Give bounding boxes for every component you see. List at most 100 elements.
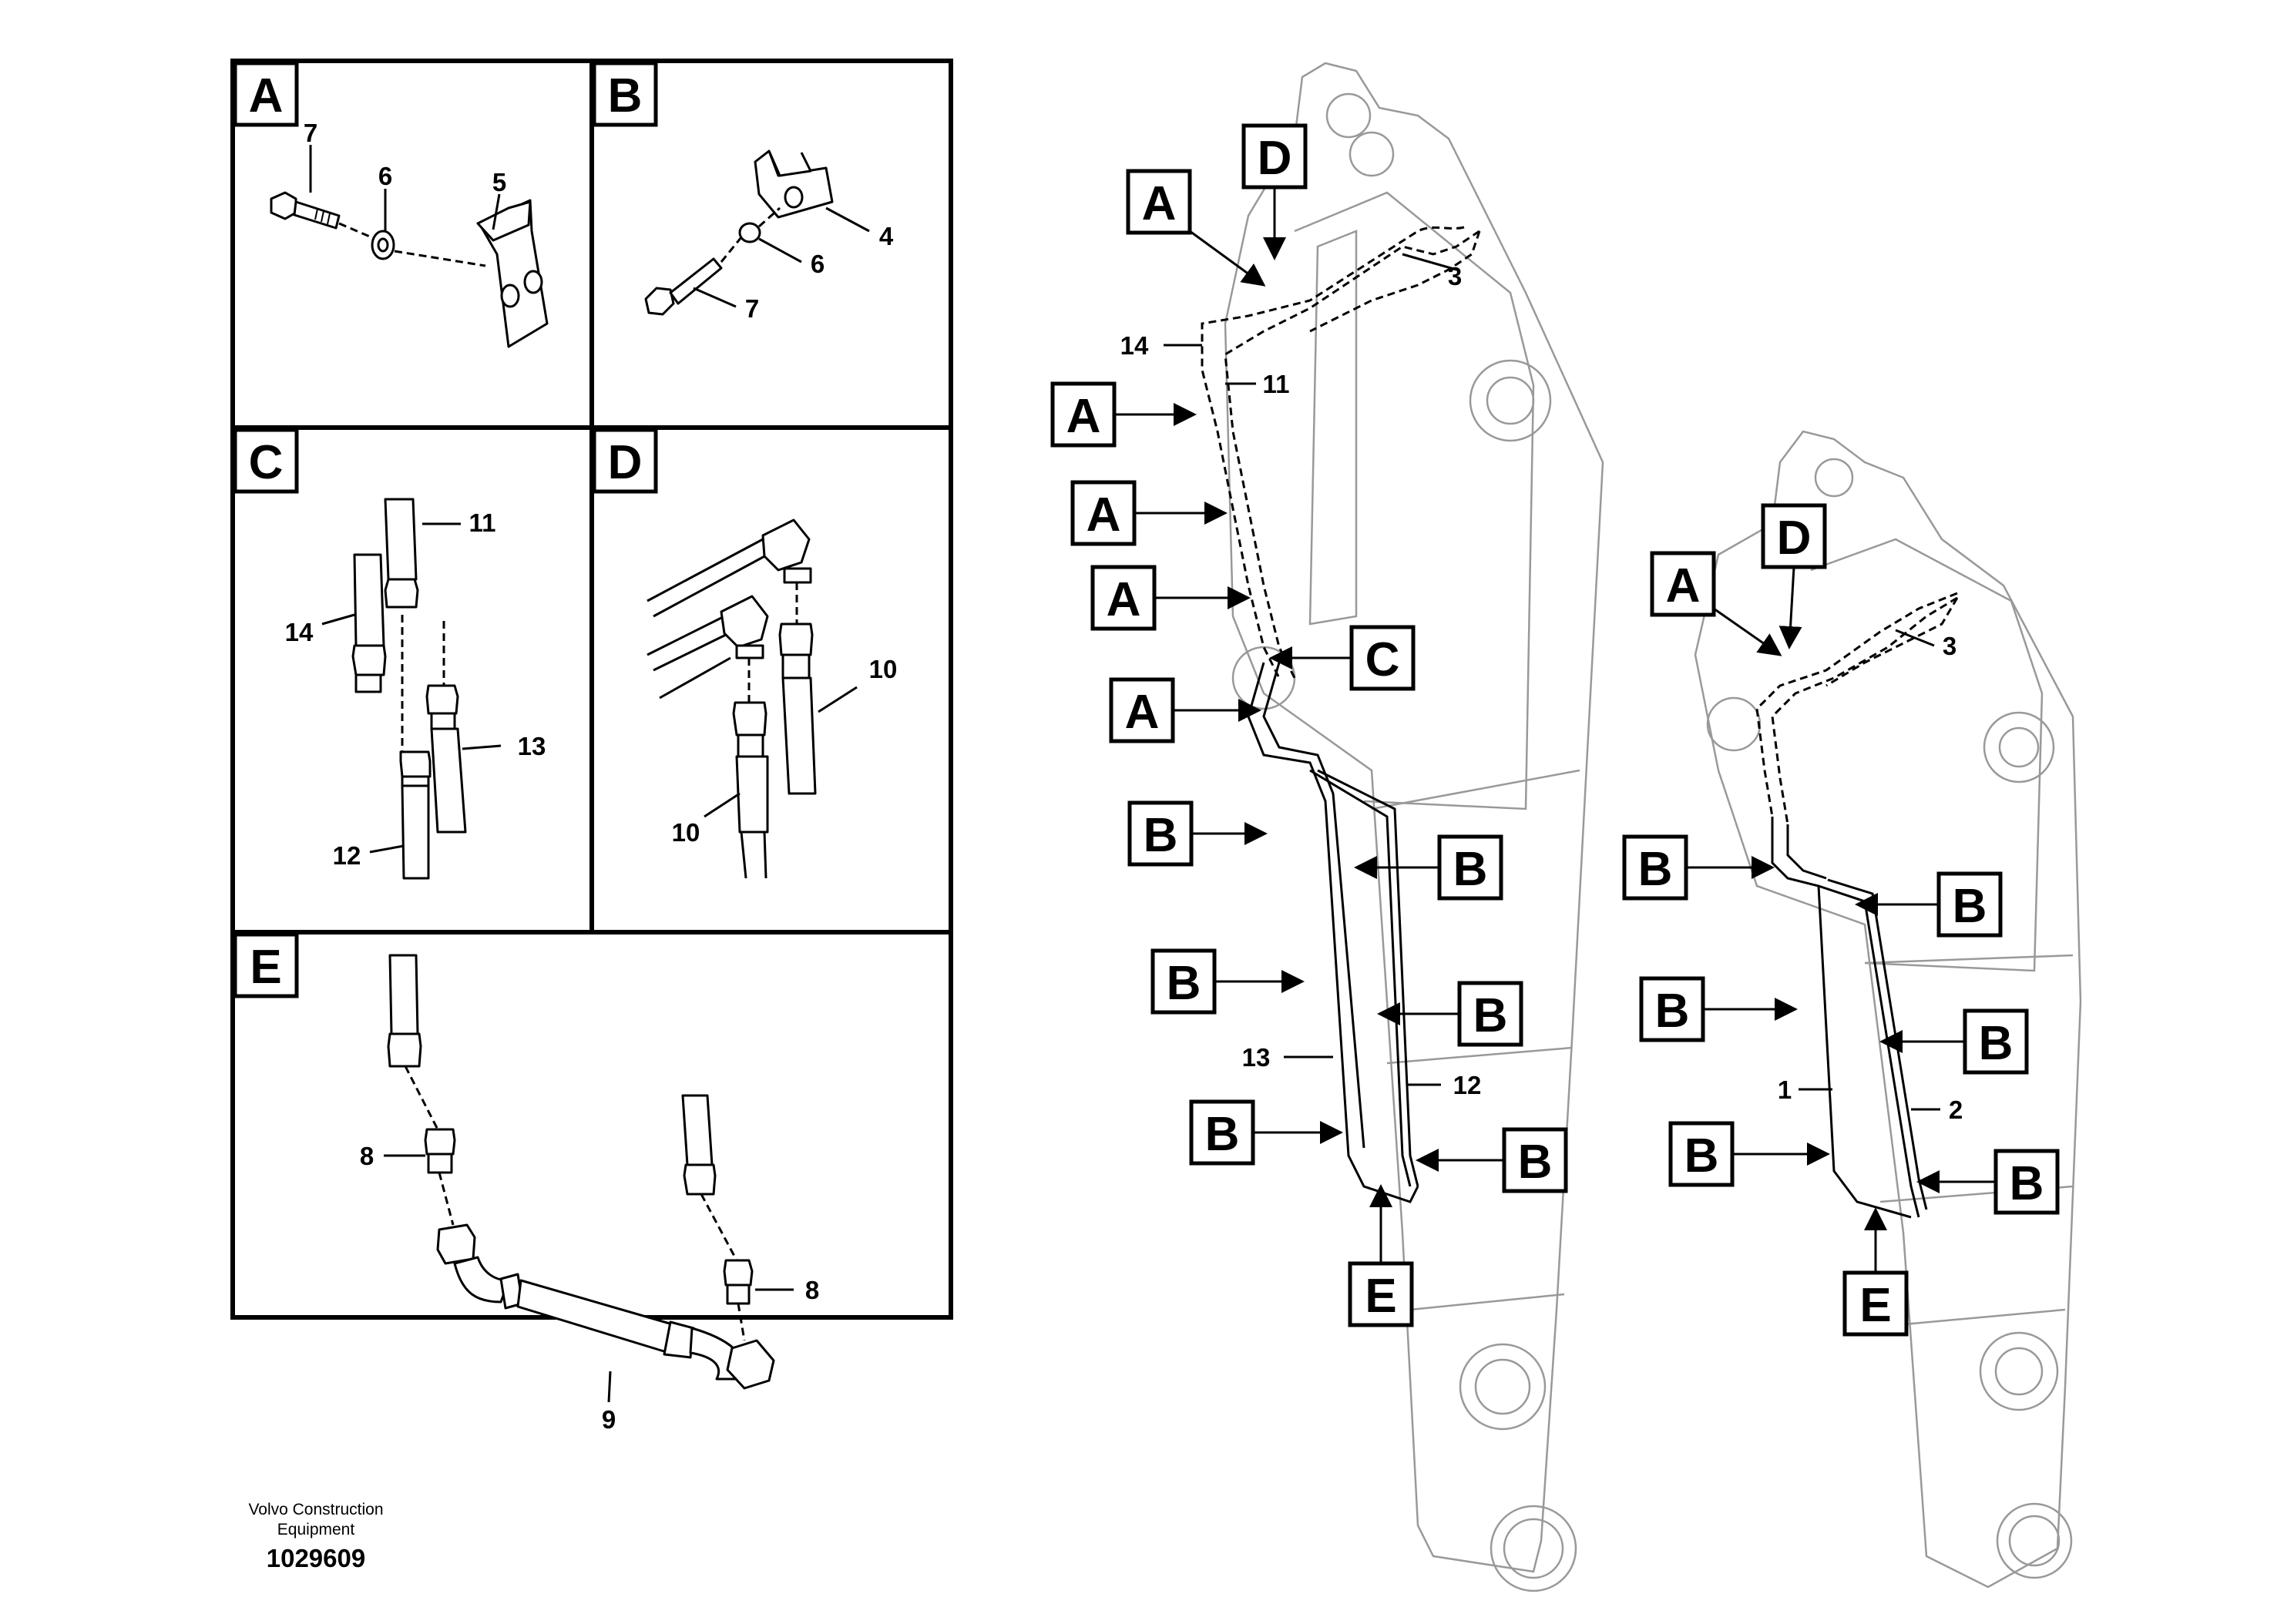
part-number-12: 12: [333, 841, 361, 870]
svg-text:A: A: [1666, 559, 1701, 612]
callout-a-5: A: [1109, 677, 1261, 743]
hose-icon: [399, 750, 432, 880]
svg-text:B: B: [1979, 1017, 2014, 1070]
callout-b-10: B: [1879, 1008, 2029, 1075]
bolt-icon: [644, 257, 723, 316]
callout-a-3: A: [1070, 480, 1228, 546]
callout-b-3: B: [1150, 948, 1305, 1015]
part-number-13: 13: [518, 732, 546, 760]
svg-text:E: E: [1365, 1270, 1396, 1323]
part-number-7: 7: [304, 119, 317, 147]
hose-assembly-icon: [436, 1223, 775, 1390]
svg-text:B: B: [1453, 843, 1488, 896]
svg-text:B: B: [1205, 1108, 1240, 1161]
panel-e-frame: [230, 930, 953, 1320]
part-number-6: 6: [811, 250, 825, 278]
panel-a: A 7 6 5: [233, 61, 549, 348]
callout-b-4: B: [1377, 981, 1523, 1047]
callout-b-11: B: [1668, 1121, 1830, 1187]
part-number-3: 3: [1448, 262, 1462, 290]
panel-b-tag: B: [608, 69, 643, 122]
svg-text:B: B: [1684, 1129, 1719, 1183]
callout-b-12: B: [1916, 1149, 2060, 1215]
part-number-4: 4: [879, 222, 894, 250]
callout-e-1: E: [1348, 1184, 1414, 1327]
callout-a-6: A: [1650, 551, 1782, 656]
callout-b-9: B: [1639, 976, 1798, 1042]
part-number-14: 14: [285, 618, 314, 646]
brand-line-2: Equipment: [277, 1521, 355, 1538]
svg-text:A: A: [1142, 177, 1177, 230]
part-number-10-left: 10: [672, 818, 700, 847]
svg-text:E: E: [1859, 1279, 1891, 1332]
panel-d-tag: D: [608, 436, 643, 489]
callout-b-6: B: [1416, 1127, 1568, 1193]
panel-e: E: [233, 932, 819, 1434]
callout-b-2: B: [1354, 834, 1503, 901]
clamp-icon: [754, 149, 834, 219]
part-number-12: 12: [1453, 1071, 1482, 1099]
boom-left: A D A A A C A: [1050, 62, 1604, 1592]
svg-text:D: D: [1258, 132, 1292, 185]
part-number-2: 2: [1949, 1096, 1963, 1124]
hose-icon: [351, 553, 387, 693]
callout-e-2: E: [1842, 1207, 1909, 1337]
svg-text:B: B: [1518, 1136, 1553, 1189]
svg-text:B: B: [1167, 957, 1201, 1010]
panel-c: C: [233, 428, 546, 880]
footer: Volvo Construction Equipment 1029609: [248, 1501, 383, 1572]
callout-d-1: D: [1241, 123, 1308, 260]
bolt-icon: [270, 191, 341, 230]
svg-text:B: B: [1473, 989, 1508, 1042]
boom-right: A D B B B B B: [1622, 430, 2082, 1589]
elbow-fitting-icon: [720, 595, 769, 659]
part-number-8-right: 8: [805, 1276, 819, 1304]
washer-icon: [738, 222, 761, 243]
svg-text:D: D: [1777, 512, 1812, 565]
part-number-13: 13: [1242, 1043, 1271, 1072]
svg-text:B: B: [1144, 809, 1178, 862]
part-number-11: 11: [469, 508, 496, 537]
hose-icon: [732, 701, 769, 879]
svg-text:A: A: [1087, 488, 1121, 542]
document-number: 1029609: [267, 1544, 365, 1572]
hose-icon: [384, 498, 419, 609]
callout-b-8: B: [1855, 871, 2003, 938]
panel-d: D: [592, 428, 898, 879]
svg-text:C: C: [1365, 633, 1400, 686]
part-number-6: 6: [378, 162, 392, 190]
callout-a-1: A: [1126, 169, 1266, 287]
part-number-3: 3: [1943, 632, 1956, 660]
hose-icon: [778, 622, 817, 795]
adapter-icon: [723, 1259, 754, 1305]
fitting-icon: [425, 684, 467, 834]
svg-text:A: A: [1107, 573, 1141, 626]
elbow-fitting-icon: [761, 518, 812, 584]
callout-c-1: C: [1269, 625, 1416, 691]
svg-text:A: A: [1066, 390, 1101, 443]
svg-text:B: B: [2010, 1157, 2044, 1210]
part-number-1: 1: [1778, 1075, 1792, 1104]
svg-text:A: A: [1125, 686, 1160, 739]
part-number-5: 5: [492, 168, 506, 196]
svg-text:B: B: [1655, 985, 1690, 1038]
callout-a-2: A: [1050, 381, 1197, 448]
part-number-11: 11: [1263, 370, 1290, 398]
callout-a-4: A: [1090, 565, 1251, 631]
svg-text:B: B: [1953, 880, 1987, 933]
part-number-9: 9: [602, 1405, 616, 1434]
detail-panels: A 7 6 5: [230, 59, 953, 1434]
panel-c-tag: C: [249, 436, 284, 489]
callout-b-1: B: [1127, 800, 1268, 867]
callout-d-2: D: [1761, 503, 1827, 649]
part-number-10-right: 10: [869, 655, 898, 683]
callout-b-5: B: [1189, 1099, 1343, 1166]
svg-text:B: B: [1638, 843, 1673, 896]
panel-a-tag: A: [249, 69, 284, 122]
clamp-icon: [476, 199, 549, 348]
callout-b-7: B: [1622, 834, 1775, 901]
brand-line-1: Volvo Construction: [248, 1501, 383, 1518]
panel-e-tag: E: [250, 941, 281, 994]
